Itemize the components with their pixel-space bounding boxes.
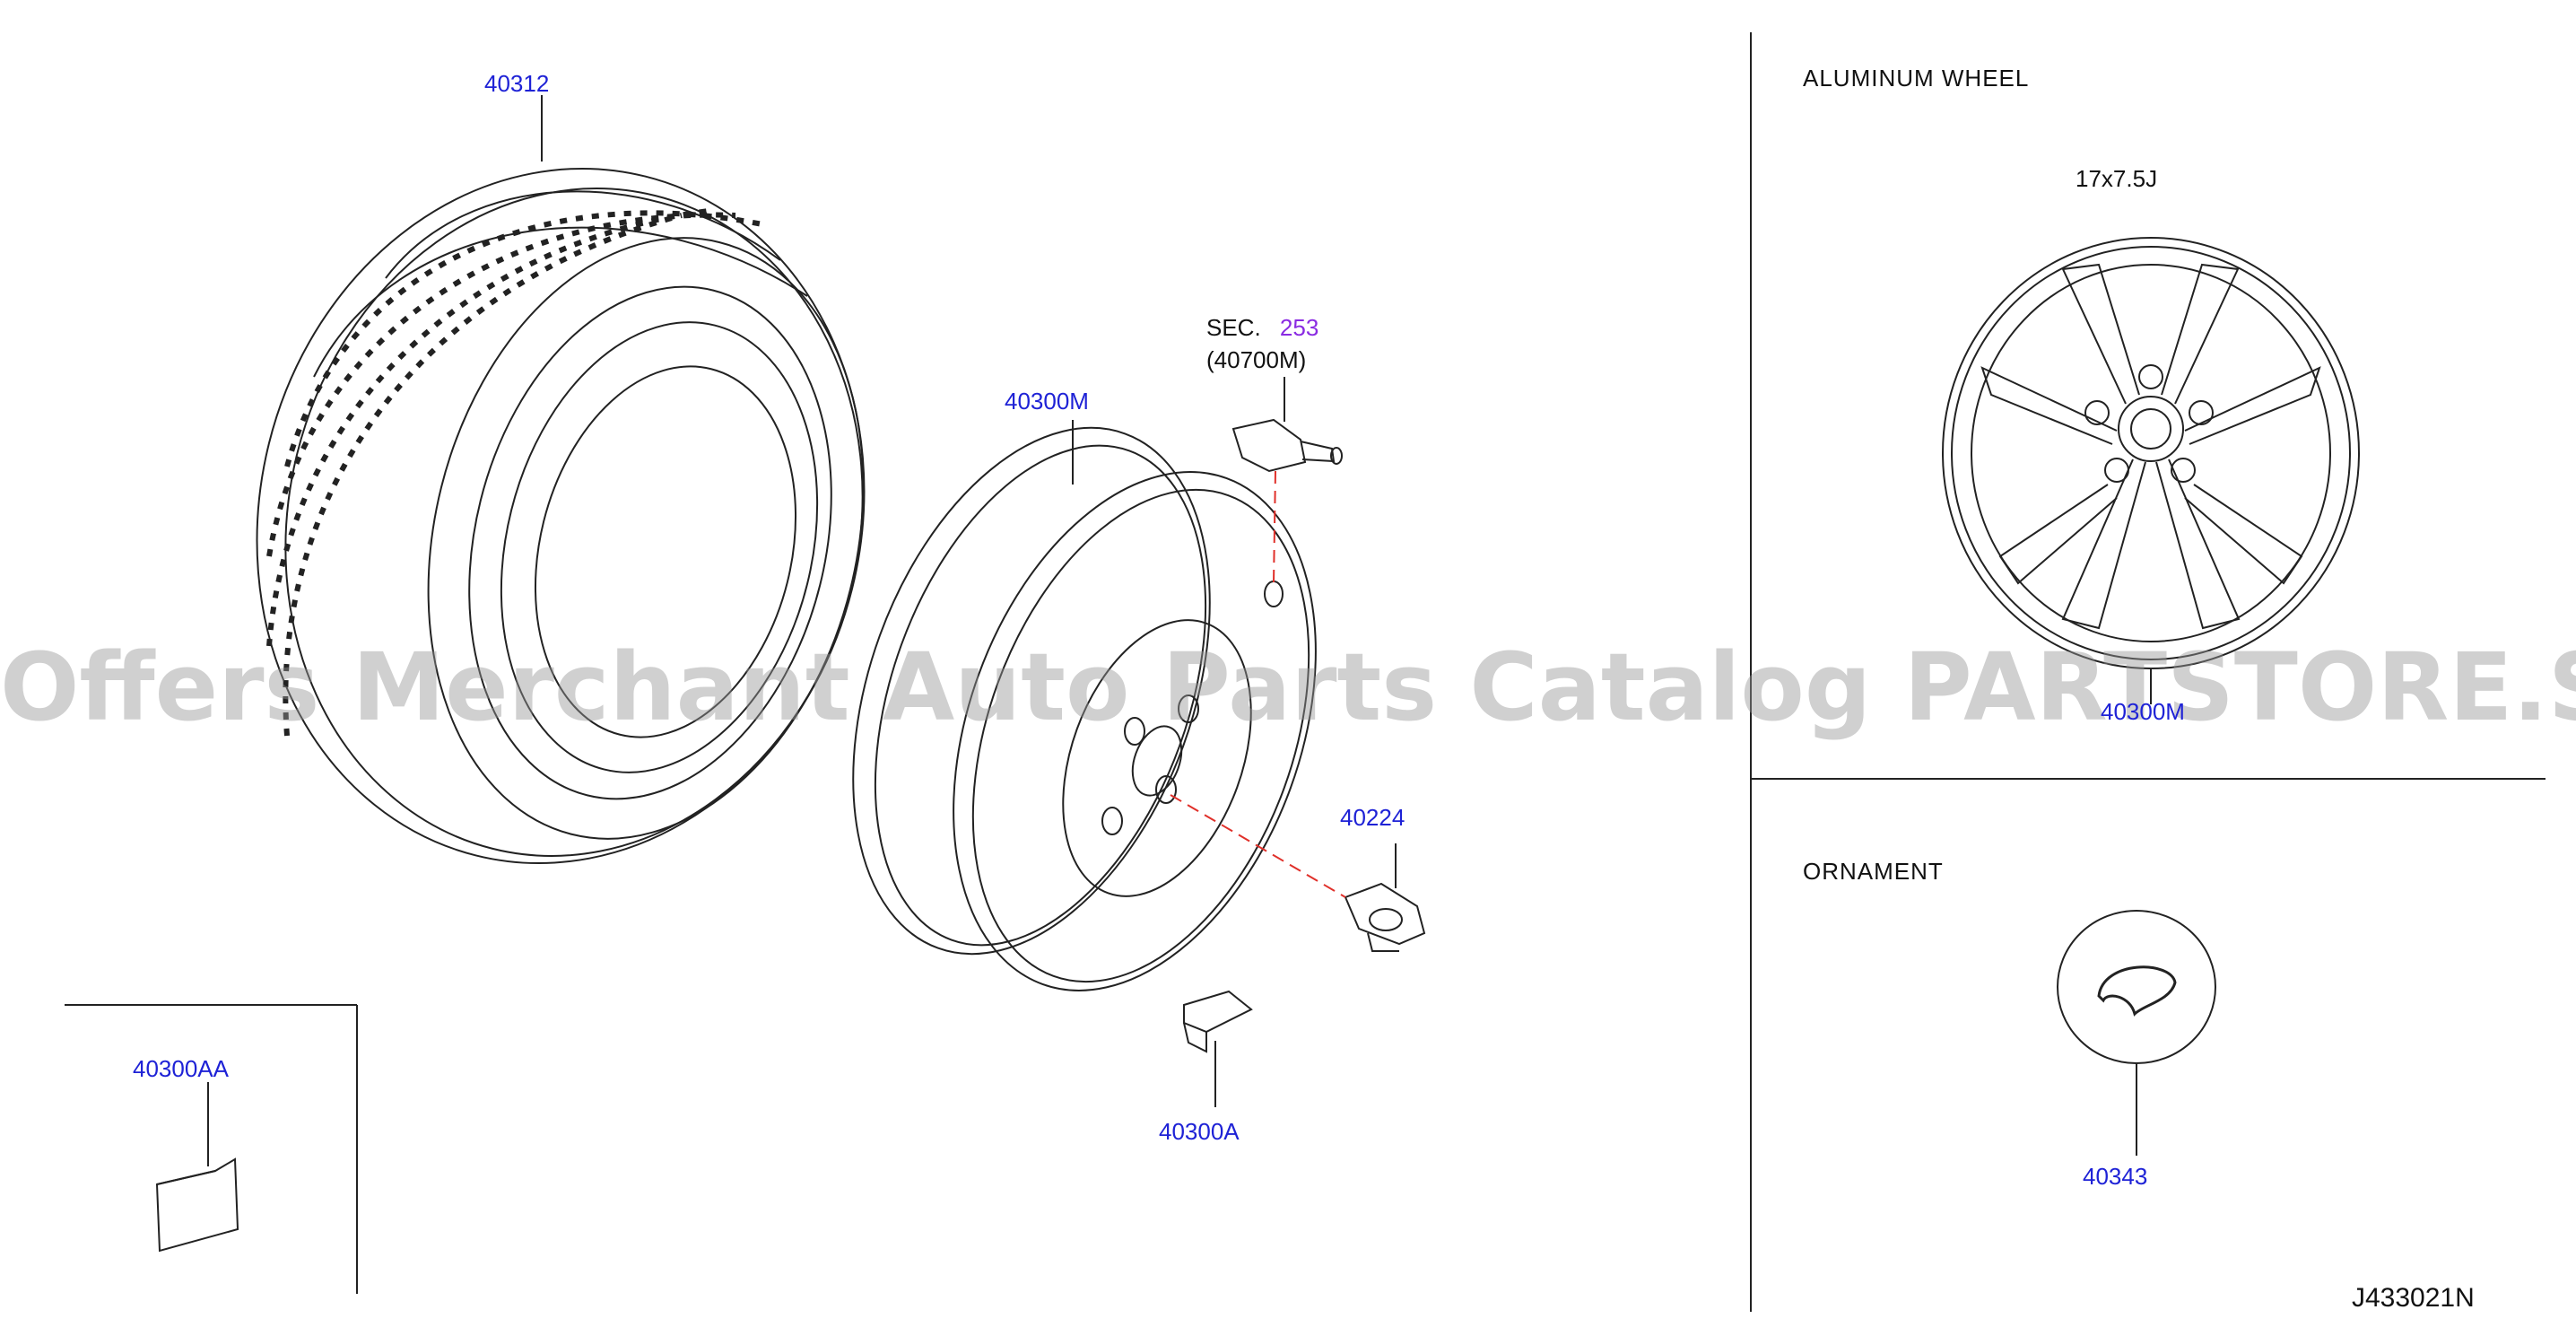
tire-drawing[interactable] xyxy=(185,104,937,929)
ornament-drawing[interactable] xyxy=(2057,910,2216,1064)
section-dividers xyxy=(65,32,2546,1312)
part-label-tpms: (40700M) xyxy=(1206,346,1307,373)
steel-wheel-drawing[interactable] xyxy=(787,379,1383,1041)
balance-weight-drawing[interactable] xyxy=(1183,990,1253,1053)
aluminum-wheel-drawing[interactable] xyxy=(1942,237,2360,669)
sec-prefix: SEC. xyxy=(1206,314,1261,341)
section-title-aluminum: ALUMINUM WHEEL xyxy=(1803,65,2030,92)
diagram-code: J433021N xyxy=(2352,1283,2475,1313)
part-label-weight[interactable]: 40300A xyxy=(1159,1118,1240,1145)
balance-weight-aa-drawing[interactable] xyxy=(155,1157,239,1253)
part-label-steel-wheel[interactable]: 40300M xyxy=(1005,388,1089,415)
part-label-nut[interactable]: 40224 xyxy=(1340,804,1405,831)
part-label-tire[interactable]: 40312 xyxy=(484,70,550,97)
leader-tpms-dash xyxy=(1273,470,1276,584)
wheel-nut-drawing[interactable] xyxy=(1344,882,1426,952)
section-title-ornament: ORNAMENT xyxy=(1803,858,1944,885)
part-label-aluminum-wheel[interactable]: 40300M xyxy=(2101,698,2185,725)
tpms-sensor-drawing[interactable] xyxy=(1231,418,1343,473)
leader-nut-dash xyxy=(1170,794,1346,898)
sec-number-link[interactable]: 253 xyxy=(1279,314,1319,341)
sec-label: SEC. 253 xyxy=(1206,314,1318,341)
part-label-ornament[interactable]: 40343 xyxy=(2083,1163,2148,1190)
wheel-size: 17x7.5J xyxy=(2076,165,2158,192)
part-label-weight-aa[interactable]: 40300AA xyxy=(133,1055,229,1082)
